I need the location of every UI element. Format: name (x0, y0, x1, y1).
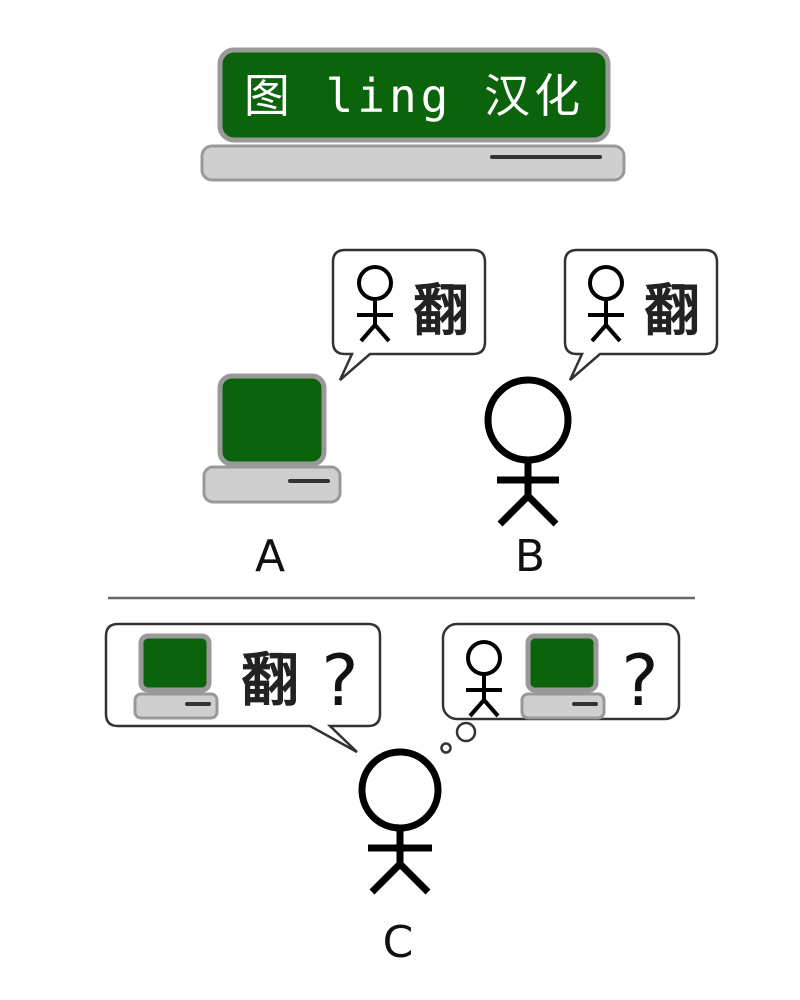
label-b: B (515, 531, 545, 582)
computer-a (202, 373, 342, 504)
question-mark: ? (321, 640, 358, 722)
thought-bubble-c: ? (440, 622, 681, 754)
label-a: A (255, 531, 285, 582)
speech-bubble-c: 翻 ? (104, 622, 382, 754)
translate-char: 翻 (413, 279, 469, 344)
person-b (484, 376, 572, 527)
label-c: C (383, 917, 414, 968)
computer-icon (217, 373, 327, 467)
person-c (358, 748, 442, 895)
computer-icon (522, 636, 604, 718)
computer-icon (135, 636, 217, 718)
translate-char: 翻 (644, 279, 700, 344)
question-mark: ? (621, 640, 658, 722)
translate-char: 翻 (241, 646, 299, 714)
title-display: 图 ling 汉化 (200, 47, 626, 182)
speech-bubble-a: 翻 (331, 248, 487, 381)
title-base (200, 144, 626, 182)
title-text: 图 ling 汉化 (244, 69, 584, 123)
speech-bubble-b: 翻 (563, 248, 719, 381)
title-screen (217, 47, 611, 143)
